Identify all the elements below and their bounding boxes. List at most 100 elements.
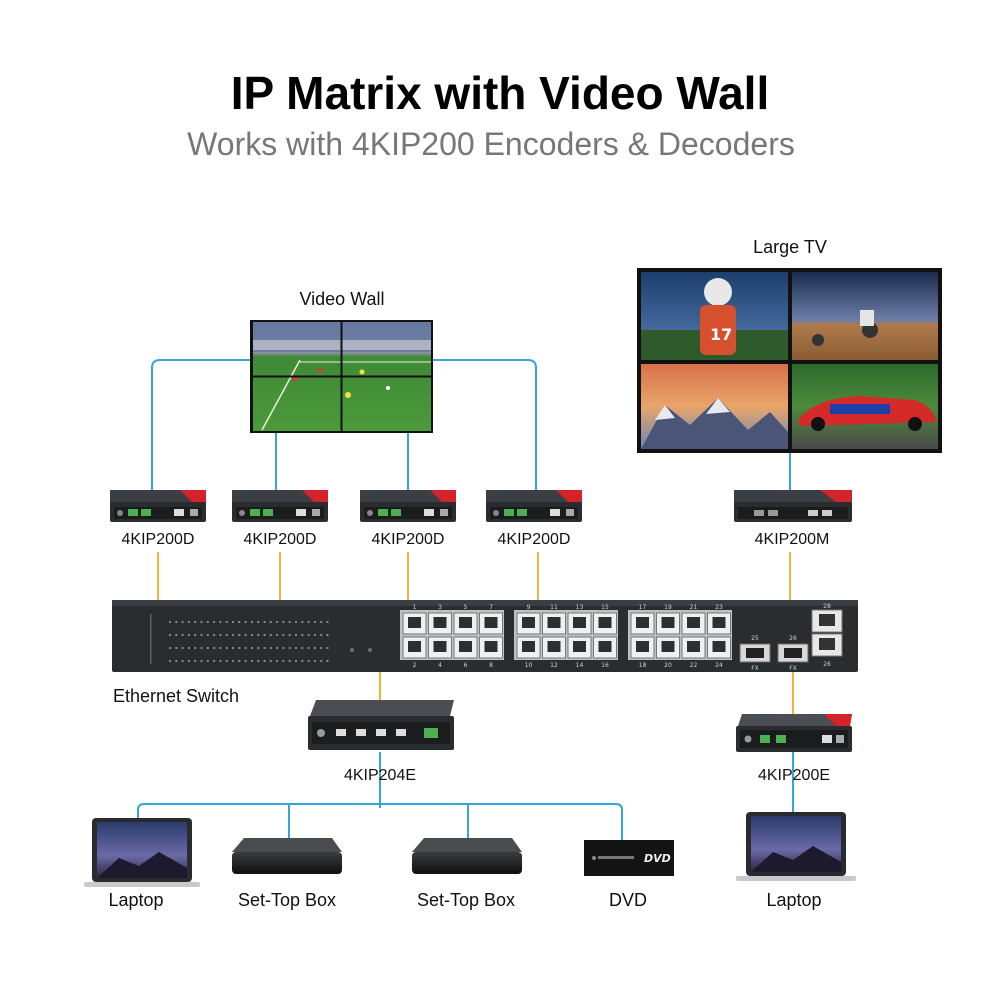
fx-label-1: FX <box>751 665 759 672</box>
status-led <box>194 659 197 663</box>
status-led <box>181 646 184 650</box>
decoder-label-4: 4KIP200D <box>497 531 571 548</box>
status-led <box>168 633 172 637</box>
dvd-player: DVD <box>584 840 674 876</box>
status-led <box>231 646 235 650</box>
status-led <box>263 659 266 663</box>
status-led <box>320 659 323 663</box>
status-led <box>213 620 216 624</box>
port-number-bottom: 20 <box>664 662 672 669</box>
status-led <box>320 620 323 624</box>
status-led <box>219 646 222 650</box>
port-number-top: 1 <box>413 604 417 611</box>
encoder-204e-label: 4KIP204E <box>343 767 417 784</box>
port-number-bottom: 14 <box>576 662 584 669</box>
status-led <box>194 646 197 650</box>
status-led <box>206 633 209 637</box>
port-number-top: 17 <box>639 604 647 611</box>
decoder-2 <box>232 490 328 522</box>
ethernet-switch-label: Ethernet Switch <box>113 686 240 706</box>
status-led <box>225 646 228 650</box>
status-led <box>301 620 304 624</box>
status-led <box>175 646 178 650</box>
status-led <box>282 620 285 624</box>
status-led <box>231 633 235 637</box>
port-number-bottom: 2 <box>413 662 417 669</box>
port-number-top: 21 <box>690 604 698 611</box>
status-led <box>219 633 222 637</box>
svg-text:DVD: DVD <box>644 852 671 865</box>
port-number-top: 9 <box>527 604 531 611</box>
status-led <box>269 620 272 624</box>
status-led <box>181 620 184 624</box>
status-led <box>187 659 190 663</box>
source-label-dvd: DVD <box>608 890 648 910</box>
ethernet-port-socket <box>433 617 447 628</box>
status-led <box>288 659 291 663</box>
port-number-top: 11 <box>550 604 558 611</box>
status-led <box>206 659 209 663</box>
ethernet-port-socket <box>573 641 586 652</box>
page-title: IP Matrix with Video Wall <box>230 67 770 119</box>
source-label-laptop: Laptop <box>108 890 164 910</box>
status-led <box>168 659 172 663</box>
decoder-label-2: 4KIP200D <box>243 531 317 548</box>
status-led <box>238 633 241 637</box>
decoder-label-3: 4KIP200D <box>371 531 445 548</box>
set-top-box-1 <box>232 838 342 874</box>
set-top-box-2 <box>412 838 522 874</box>
status-led <box>244 620 247 624</box>
status-led <box>276 620 279 624</box>
encoder-4kip204e <box>308 700 454 750</box>
status-led <box>250 659 253 663</box>
status-led <box>250 620 253 624</box>
status-led <box>301 646 304 650</box>
ethernet-port-socket <box>459 641 472 652</box>
sfp-label-26: 26 <box>789 635 797 642</box>
encoder-4kip200e <box>736 714 852 752</box>
status-led <box>307 646 310 650</box>
status-led <box>238 659 241 663</box>
status-led <box>313 659 316 663</box>
laptop-left <box>84 818 200 887</box>
status-led <box>288 646 291 650</box>
status-led <box>269 646 272 650</box>
source-label-stb-1: Set-Top Box <box>237 890 337 910</box>
large-tv: 17 <box>637 268 942 453</box>
status-led <box>276 646 279 650</box>
ethernet-port-socket <box>661 641 675 652</box>
ethernet-port-socket <box>712 617 726 628</box>
ethernet-port-socket <box>459 617 472 628</box>
ethernet-port-socket <box>636 641 649 652</box>
switch-port-labels: 25 26 FX FX 28 26 <box>751 603 831 672</box>
status-led <box>213 659 216 663</box>
cable-source-bus <box>137 803 623 840</box>
source-label-stb-2: Set-Top Box <box>416 890 516 910</box>
status-led <box>168 620 172 624</box>
status-led <box>244 633 247 637</box>
status-led <box>294 646 298 650</box>
port-block-2 <box>514 610 618 660</box>
status-led <box>250 633 253 637</box>
cable-wall-to-decoder-1 <box>151 359 252 490</box>
status-led <box>282 659 285 663</box>
status-led <box>294 659 298 663</box>
port-number-top: 19 <box>664 604 672 611</box>
ethernet-port-socket <box>573 617 586 628</box>
status-led <box>326 659 329 663</box>
right-port-label-bottom: 26 <box>823 661 831 668</box>
status-led <box>269 633 272 637</box>
ethernet-port-socket <box>484 617 498 628</box>
status-led <box>269 659 272 663</box>
port-number-bottom: 6 <box>464 662 468 669</box>
status-led <box>301 659 304 663</box>
status-led <box>288 633 291 637</box>
status-led <box>250 646 253 650</box>
status-led <box>225 633 228 637</box>
status-led <box>200 620 203 624</box>
ethernet-port-socket <box>687 617 700 628</box>
decoder-4 <box>486 490 582 522</box>
port-number-bottom: 12 <box>550 662 558 669</box>
decoder-3 <box>360 490 456 522</box>
